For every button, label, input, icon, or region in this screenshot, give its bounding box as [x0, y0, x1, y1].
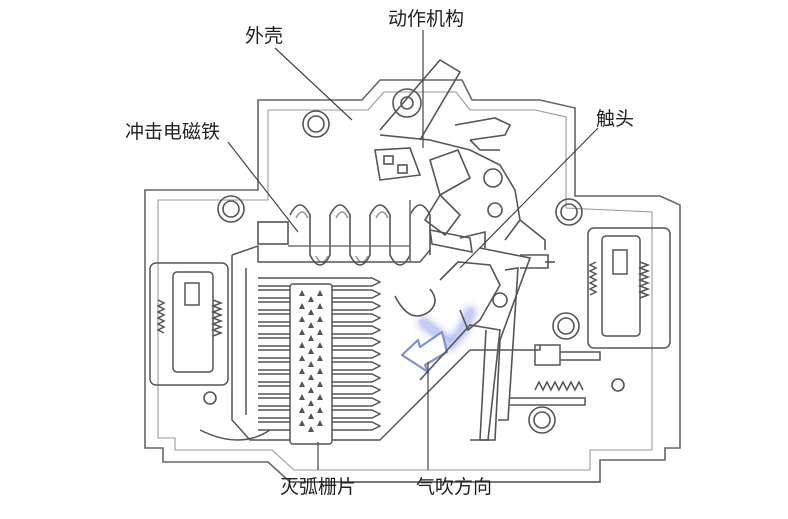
label-casing: 外壳: [245, 25, 284, 47]
chute-triangle: [317, 342, 323, 348]
blow-direction-arrow: [400, 330, 449, 374]
arc-plate: [258, 397, 382, 407]
arc-plate: [258, 361, 382, 371]
chute-frame: [231, 244, 471, 441]
label-mechanism: 动作机构: [388, 8, 465, 30]
arc-plate: [258, 277, 382, 287]
chute-triangle: [308, 348, 314, 354]
chute-triangle: [308, 361, 314, 367]
chute-triangle: [317, 381, 323, 387]
arc-glow: [417, 306, 477, 352]
chute-triangle: [308, 413, 314, 419]
arc-plate: [258, 409, 382, 419]
magnet-leader: [227, 141, 299, 233]
chute-triangle: [299, 342, 305, 348]
arc-chute-plates: [258, 277, 382, 431]
housing-outline: [144, 79, 681, 483]
chute-triangle: [308, 387, 314, 393]
chute-triangle: [299, 381, 305, 387]
operating-mechanism: [374, 58, 546, 250]
chute-triangle: [308, 309, 314, 315]
arc-plate: [258, 373, 382, 383]
chute-triangle: [317, 368, 323, 374]
arc-plate: [258, 301, 382, 311]
arc-plate: [258, 325, 382, 335]
chute-triangle: [317, 316, 323, 322]
chute-triangle: [308, 426, 314, 432]
arc-plate: [258, 421, 382, 431]
left-terminal: [149, 262, 229, 386]
chute-triangle: [299, 407, 305, 413]
chute-triangle: [299, 368, 305, 374]
chute-triangle: [317, 355, 323, 361]
chute-triangle: [317, 303, 323, 309]
arc-plate: [258, 385, 382, 395]
chute-triangle: [299, 394, 305, 400]
contact-assembly: [394, 228, 555, 441]
arc-plate: [258, 289, 382, 299]
leader-lines: [227, 30, 599, 470]
chute-triangle: [299, 355, 305, 361]
label-contact: 触头: [596, 108, 635, 130]
magnetic-coil: [257, 200, 431, 266]
chute-triangle: [299, 303, 305, 309]
chute-triangle: [317, 329, 323, 335]
arc-plate: [258, 337, 382, 347]
right-terminal: [587, 227, 671, 349]
contact-leader: [459, 127, 599, 269]
chute-triangle: [308, 400, 314, 406]
label-arc-chute: 灭弧栅片: [280, 476, 357, 498]
chute-triangle: [308, 374, 314, 380]
rivets: [203, 110, 625, 434]
chute-triangle: [317, 420, 323, 426]
chute-triangle: [299, 316, 305, 322]
arc-plate: [258, 349, 382, 359]
chute-triangle: [308, 296, 314, 302]
arc-chute-insert: [289, 283, 333, 445]
chute-triangle: [299, 290, 305, 296]
chute-triangle: [308, 335, 314, 341]
label-magnet: 冲击电磁铁: [125, 121, 221, 143]
chute-triangle: [317, 394, 323, 400]
chute-triangle: [317, 407, 323, 413]
chute-triangle: [299, 420, 305, 426]
chute-triangle: [299, 329, 305, 335]
label-blow-direction: 气吹方向: [416, 476, 493, 498]
chute-triangle: [317, 290, 323, 296]
casing-leader: [274, 47, 353, 121]
chute-triangle: [308, 322, 314, 328]
lower-parts: [199, 344, 601, 441]
arc-plate: [258, 313, 382, 323]
